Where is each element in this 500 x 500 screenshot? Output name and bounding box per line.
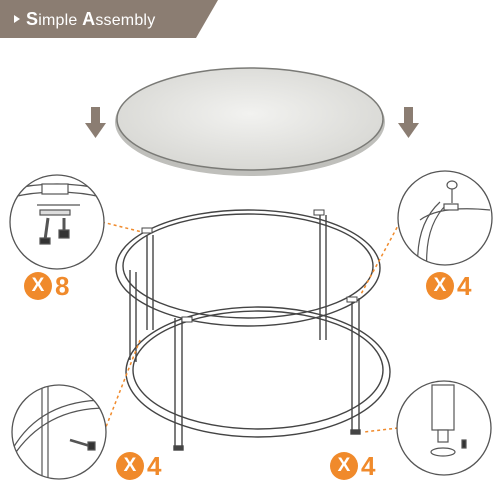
glass-top [115,67,385,176]
screw-icon [58,218,70,239]
play-arrow-icon [14,15,20,23]
table-frame [115,209,391,451]
detail-circle-bottom-right [396,380,492,476]
detail-circle-bottom-left [11,384,107,480]
multiply-icon: X [24,272,52,300]
multiply-icon: X [116,452,144,480]
quantity-label: X 4 [116,450,161,482]
down-arrow-icon [85,107,106,138]
down-arrow-icon [398,107,419,138]
multiply-icon: X [330,452,358,480]
detail-circle-top-right [397,170,493,266]
screw-icon [69,438,96,451]
quantity-count: 4 [457,270,472,301]
quantity-label: X 4 [330,450,375,482]
quantity-count: 4 [147,450,162,481]
quantity-count: 4 [361,450,376,481]
banner-title: Simple Assembly [26,9,156,29]
quantity-count: 8 [55,270,70,301]
detail-circle-top-left [9,174,105,270]
title-banner [0,0,218,38]
quantity-label: X 4 [426,270,471,302]
screw-icon [39,217,51,245]
multiply-icon: X [426,272,454,300]
quantity-label: X 8 [24,270,69,302]
